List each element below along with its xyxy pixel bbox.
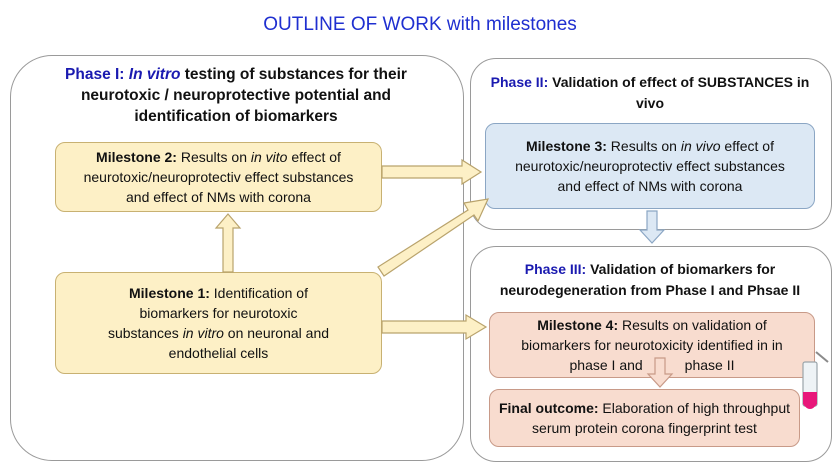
final-outcome-box: Final outcome: Elaboration of high throu… [489,389,800,447]
arrow-m4-to-final [646,357,674,388]
arrow-m1-to-m3 [377,198,490,277]
arrow-m3-to-phase3 [638,210,666,244]
milestone-3-box: Milestone 3: Results on in vivo effect o… [485,123,815,209]
milestone-2-box: Milestone 2: Results on in vito effect o… [55,142,382,212]
diagram-title: OUTLINE OF WORK with milestones [263,14,577,35]
arrow-m1-to-m4 [381,313,488,341]
test-tube-icon [802,351,829,409]
phase-2-heading: Phase II: Validation of effect of SUBSTA… [490,74,810,111]
milestone-4-box: Milestone 4: Results on validation of bi… [489,312,815,378]
arrow-m2-to-m3 [381,158,483,186]
phase-1-heading: Phase I: In vitro testing of substances … [65,66,407,125]
arrow-m1-to-m2 [214,213,242,273]
phase-3-heading: Phase III: Validation of biomarkers for … [499,261,801,298]
milestone-1-box: Milestone 1: Identification of biomarker… [55,272,382,374]
phase-1-container [10,55,464,461]
